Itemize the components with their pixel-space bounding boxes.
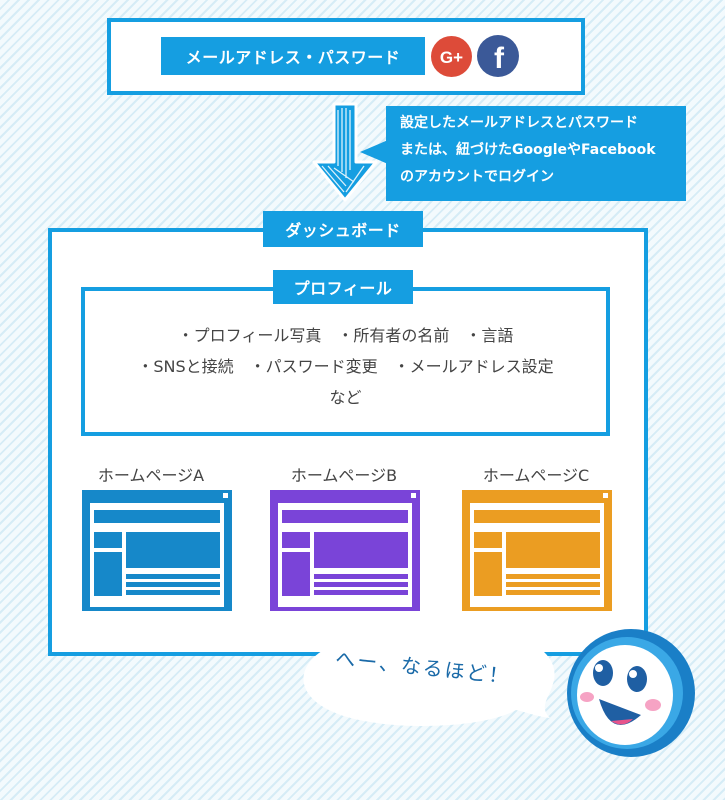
- thumb-header-bar: [282, 510, 408, 523]
- callout-line: のアカウントでログイン: [400, 169, 554, 185]
- login-label: メールアドレス・パスワード: [161, 37, 425, 75]
- thumb-text-line: [126, 574, 220, 579]
- thumb-sidebar-bottom: [94, 552, 122, 596]
- thumb-text-line: [314, 590, 408, 595]
- homepage-a-thumbnail-icon: [82, 490, 232, 611]
- facebook-icon: f: [477, 35, 519, 77]
- homepage-c-thumbnail-icon: [462, 490, 612, 611]
- thumb-text-line: [126, 590, 220, 595]
- callout-tail: [360, 138, 388, 166]
- thumb-window-button: [223, 493, 228, 498]
- thumb-text-line: [126, 582, 220, 587]
- thumb-window-button: [411, 493, 416, 498]
- homepage-b-label: ホームページB: [290, 466, 398, 485]
- speech-bubble: へー、なるほど！: [298, 618, 573, 738]
- thumb-sidebar-bottom: [474, 552, 502, 596]
- thumb-window-button: [603, 493, 608, 498]
- thumb-header-bar: [474, 510, 600, 523]
- homepage-a-label: ホームページA: [97, 466, 205, 485]
- homepage-c-label: ホームページC: [482, 466, 590, 485]
- thumb-text-line: [314, 574, 408, 579]
- thumb-main-block: [314, 532, 408, 568]
- thumb-text-line: [314, 582, 408, 587]
- profile-title: プロフィール: [273, 270, 413, 304]
- down-arrow-icon: [310, 100, 380, 205]
- thumb-text-line: [506, 574, 600, 579]
- homepage-b-thumbnail-icon: [270, 490, 420, 611]
- thumb-main-block: [126, 532, 220, 568]
- thumb-sidebar-top: [474, 532, 502, 548]
- facebook-icon-text: f: [494, 42, 505, 75]
- thumb-text-line: [506, 582, 600, 587]
- thumb-header-bar: [94, 510, 220, 523]
- callout-line: または、紐づけたGoogleやFacebook: [400, 142, 656, 158]
- mascot-character-icon: [563, 625, 698, 760]
- profile-item-line: ・プロフィール写真 ・所有者の名前 ・言語: [177, 326, 514, 345]
- thumb-sidebar-top: [282, 532, 310, 548]
- thumb-main-block: [506, 532, 600, 568]
- thumb-sidebar-top: [94, 532, 122, 548]
- callout-box: 設定したメールアドレスとパスワード または、紐づけたGoogleやFaceboo…: [386, 106, 686, 201]
- callout-line: 設定したメールアドレスとパスワード: [400, 115, 638, 131]
- thumb-text-line: [506, 590, 600, 595]
- profile-item-line: など: [329, 388, 362, 407]
- dashboard-title: ダッシュボード: [263, 211, 423, 247]
- thumb-sidebar-bottom: [282, 552, 310, 596]
- profile-item-line: ・SNSと接続 ・パスワード変更 ・メールアドレス設定: [137, 357, 554, 376]
- google-icon-text: G+: [440, 48, 463, 67]
- google-plus-icon: G+: [431, 36, 472, 77]
